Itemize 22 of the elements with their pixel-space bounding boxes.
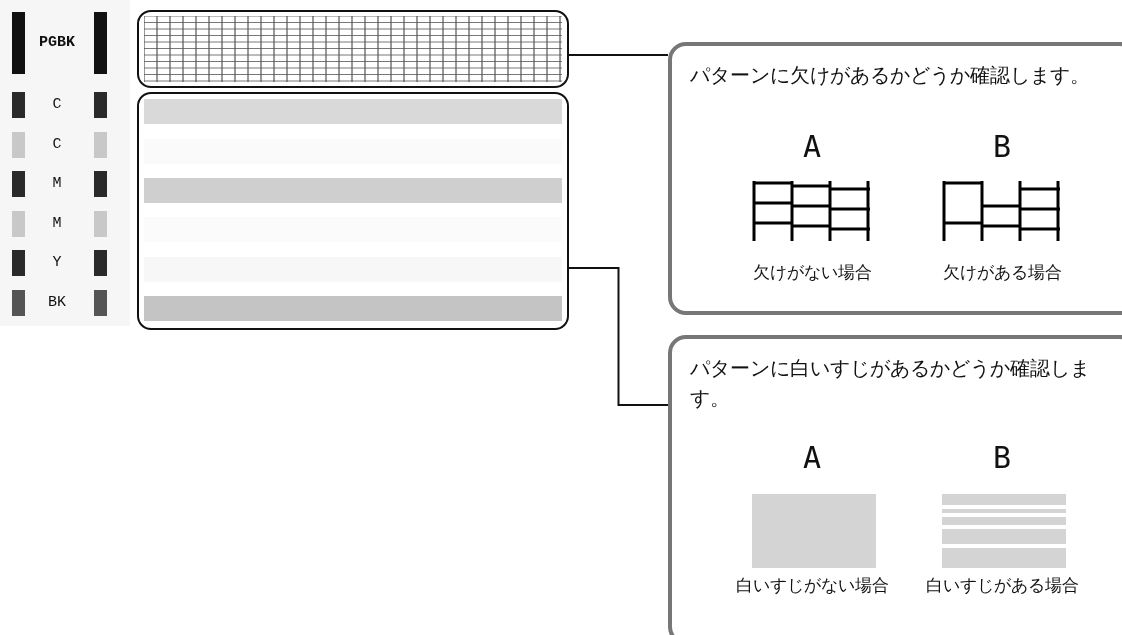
nozzle-label: C	[51, 96, 63, 113]
instruction-text: パターンに欠けがあるかどうか確認します。	[690, 62, 1091, 89]
nozzle-label: PGBK	[38, 34, 76, 51]
leader-line	[568, 54, 669, 56]
case-caption: 白いすじがある場合	[924, 574, 1080, 597]
nozzle-label: M	[51, 215, 63, 232]
case-caption: 欠けがない場合	[751, 261, 873, 284]
case-letter: A	[801, 439, 823, 477]
grid-pattern-box	[137, 10, 569, 88]
nozzle-label: BK	[47, 294, 67, 311]
case-letter: A	[801, 128, 823, 166]
nozzle-label: C	[51, 136, 63, 153]
case-letter: B	[991, 439, 1013, 477]
case-caption: 欠けがある場合	[941, 261, 1063, 284]
nozzle-label: Y	[51, 254, 63, 271]
callout-box	[668, 335, 1122, 635]
callout-box	[668, 42, 1122, 315]
case-letter: B	[991, 128, 1013, 166]
instruction-text: パターンに白いすじがあるかどうか確認します。	[690, 355, 1091, 412]
case-caption: 白いすじがない場合	[734, 574, 890, 597]
nozzle-label: M	[51, 175, 63, 192]
leader-line	[568, 267, 669, 406]
